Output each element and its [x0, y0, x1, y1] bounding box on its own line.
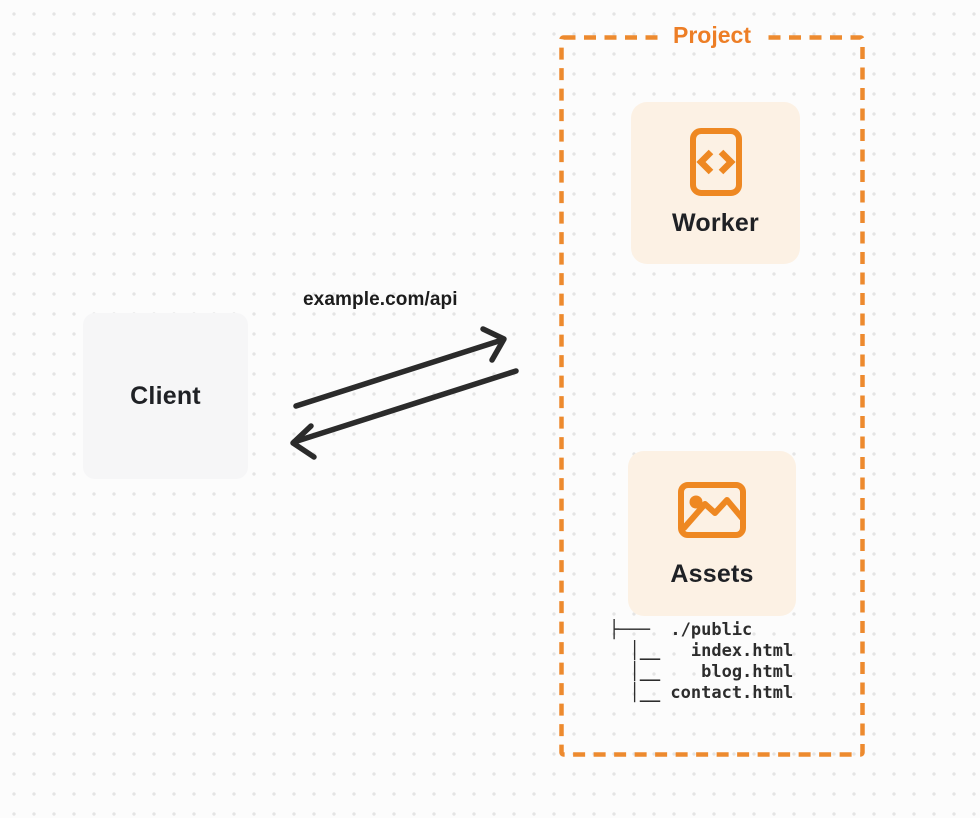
assets-file-tree: ├─── ./public │__ index.html │__ blog.ht…: [609, 620, 794, 703]
worker-card: Worker: [631, 102, 800, 264]
request-arrow: [293, 337, 505, 409]
image-icon: [678, 482, 746, 538]
response-arrow: [291, 368, 519, 445]
client-node: Client: [83, 313, 248, 479]
response-arrowhead: [290, 423, 317, 460]
project-label: Project: [664, 20, 760, 50]
request-arrowhead: [480, 326, 507, 363]
project-boundary: Project: [559, 20, 865, 757]
assets-card: Assets: [628, 451, 796, 616]
assets-label: Assets: [670, 560, 754, 588]
code-icon: [689, 128, 742, 196]
request-url-label: example.com/api: [303, 289, 458, 310]
client-label: Client: [130, 381, 201, 410]
worker-label: Worker: [672, 209, 759, 237]
